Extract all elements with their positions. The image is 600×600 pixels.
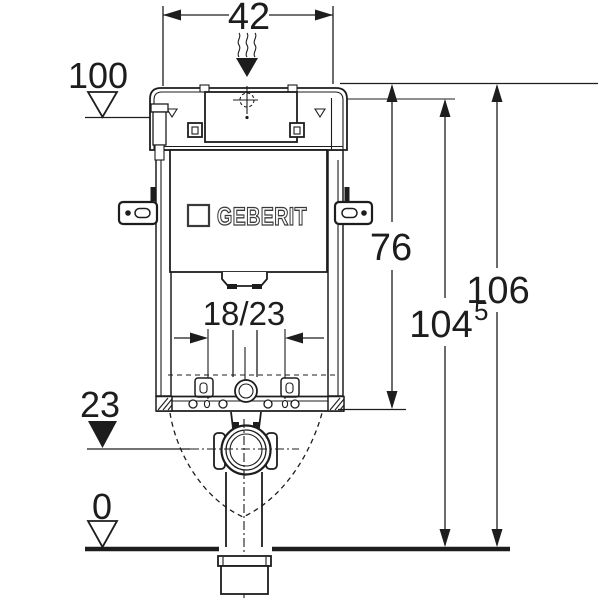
arrow-up-icon — [386, 84, 398, 102]
level-triangle-filled-icon — [88, 421, 117, 448]
dimension-frame-height: 76 — [338, 84, 412, 411]
dimension-label-76: 76 — [370, 227, 412, 269]
arrow-down-icon — [386, 391, 398, 409]
bracket-slot — [341, 207, 358, 219]
arrow-down-icon — [439, 529, 451, 547]
arrow-up-icon — [491, 84, 503, 102]
lid-clip — [199, 84, 210, 93]
rail-hole — [263, 399, 273, 409]
rail-hole — [188, 399, 198, 409]
water-level-icon — [314, 108, 326, 119]
rail-hole — [218, 399, 228, 409]
foot-plate-right — [280, 377, 300, 398]
arrow-left-icon — [163, 9, 181, 21]
bracket-hole — [125, 210, 131, 216]
arrow-right-icon — [190, 332, 208, 344]
socket-foot — [227, 284, 237, 289]
dimension-label-106: 106 — [466, 270, 529, 312]
level-triangle-open-icon — [86, 91, 119, 119]
lid-clip — [287, 84, 298, 93]
dimension-install-height: 104 5 — [409, 99, 488, 547]
dimension-label-18-23: 18/23 — [203, 295, 286, 332]
level-label-0: 0 — [92, 486, 112, 527]
geberit-logo: GEBERIT — [186, 202, 307, 232]
panel-clip-right — [289, 122, 305, 138]
arrow-down-icon — [236, 58, 258, 77]
socket-foot — [252, 284, 262, 289]
bracket-hole — [361, 210, 367, 216]
panel-dot — [245, 115, 249, 120]
rail-hole — [203, 399, 211, 409]
bracket-slot — [134, 207, 151, 219]
level-triangle-open-icon — [86, 520, 119, 549]
level-marker-outlet: 23 — [80, 384, 299, 450]
panel-clip-left — [187, 122, 203, 138]
foot-plate-left — [194, 377, 214, 398]
wall-bracket-left — [117, 200, 159, 226]
rail-hole — [281, 399, 289, 409]
level-marker-floor: 0 — [85, 486, 510, 552]
dimension-top-width: 42 — [162, 0, 334, 86]
rail-tab — [344, 187, 350, 201]
arrow-down-icon — [491, 529, 503, 547]
cistern-tank-body: GEBERIT — [169, 149, 328, 289]
leg-hatched-left — [155, 395, 173, 412]
dimension-label-104-sup: 5 — [474, 296, 488, 326]
arrow-right-icon — [315, 9, 333, 21]
level-marker-supply: 100 — [68, 55, 152, 119]
wall-bracket-right — [333, 200, 374, 226]
level-label-23: 23 — [80, 384, 120, 425]
dimension-label-104: 104 — [409, 304, 472, 346]
supply-valve — [150, 103, 169, 161]
arrow-up-icon — [439, 99, 451, 117]
dimension-overall-height: 106 — [466, 84, 530, 547]
flush-bend — [230, 379, 262, 429]
level-label-100: 100 — [68, 55, 128, 96]
flush-bend-socket — [221, 272, 268, 287]
rail-tab — [150, 187, 156, 201]
leg-hatched-right — [327, 395, 345, 412]
drain-coupling — [217, 555, 272, 595]
water-level-icon — [166, 108, 178, 119]
arrow-left-icon — [285, 332, 303, 344]
crosshair-icon — [233, 86, 258, 114]
logo-square-icon — [186, 203, 211, 228]
water-flow-icon — [236, 32, 258, 77]
cistern-top-section — [149, 84, 348, 161]
logo-text: GEBERIT — [217, 203, 307, 231]
dimension-label-42: 42 — [228, 0, 270, 38]
rail-hole — [290, 399, 300, 409]
